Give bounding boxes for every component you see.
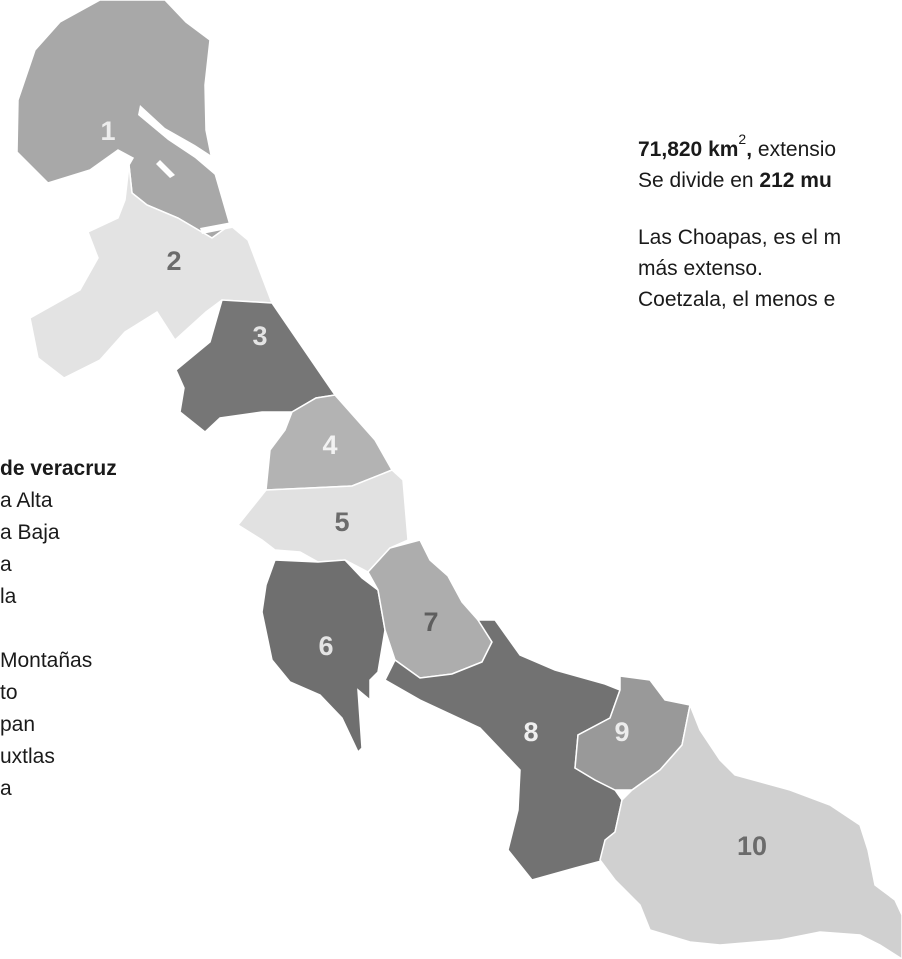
region-label-7: 7 [423, 607, 438, 637]
water-channel [138, 105, 220, 175]
region-label-10: 10 [737, 831, 767, 861]
region-label-1: 1 [100, 116, 115, 146]
map-region [384, 619, 623, 881]
info-text-block: 71,820 km2, extensio Se divide en 212 mu… [638, 134, 902, 315]
divide-count: 212 mu [759, 169, 832, 192]
water-channel [156, 160, 175, 178]
coetzala-line: Coetzala, el menos e [638, 288, 836, 311]
region-label-9: 9 [614, 717, 629, 747]
area-line: 71,820 km2, extensio [638, 134, 902, 165]
legend-list: a Alta a Baja a la Montañas to pan uxtla… [0, 485, 200, 805]
legend-item: a Baja [0, 521, 60, 544]
legend-item: a [0, 553, 12, 576]
region-label-2: 2 [166, 246, 181, 276]
legend-item: la [0, 585, 17, 608]
region-label-6: 6 [318, 631, 333, 661]
legend-item: a Alta [0, 489, 53, 512]
area-comma: , [746, 138, 753, 161]
legend-item: uxtlas [0, 745, 55, 768]
legend-item: Montañas [0, 649, 93, 672]
divide-line: Se divide en 212 mu [638, 165, 902, 196]
region-label-4: 4 [322, 430, 337, 460]
map-region [599, 702, 902, 959]
region-label-3: 3 [252, 321, 267, 351]
legend-item: to [0, 681, 18, 704]
legend-item: a [0, 777, 12, 800]
legend-item [0, 613, 200, 645]
water-channel [200, 222, 232, 234]
map-region [29, 164, 274, 379]
legend-item: pan [0, 713, 36, 736]
spacer [638, 196, 902, 222]
area-rest: extensio [752, 138, 837, 161]
map-legend: de veracruz a Alta a Baja a la Montañas … [0, 452, 200, 805]
region-label-8: 8 [523, 717, 538, 747]
divide-prefix: Se divide en [638, 169, 760, 192]
choapas-line-1: Las Choapas, es el m [638, 226, 842, 249]
area-value: 71,820 km [638, 138, 739, 161]
area-exponent: 2 [738, 134, 747, 147]
map-region [261, 559, 386, 754]
legend-title: de veracruz [0, 457, 117, 480]
region-label-5: 5 [334, 507, 349, 537]
choapas-line-2: más extenso. [638, 257, 763, 280]
